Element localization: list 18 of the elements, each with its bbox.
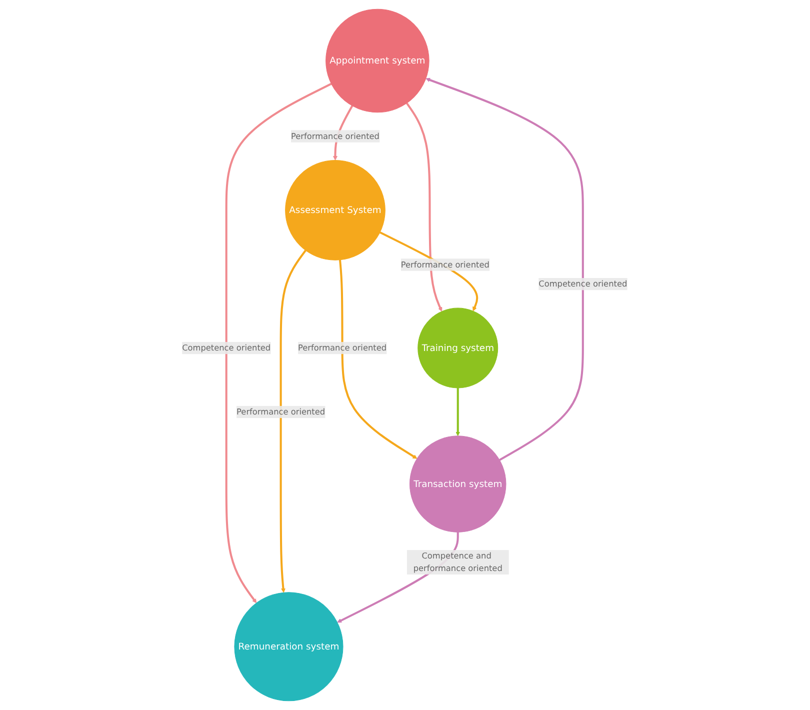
arrow	[456, 388, 460, 436]
edge-label: Performance oriented	[236, 406, 326, 417]
arrow	[339, 260, 418, 459]
edge-label: Competence and performance oriented	[414, 551, 503, 573]
arrow	[280, 250, 307, 593]
node-circle: Training system	[418, 308, 498, 388]
edge-label: Competence oriented	[539, 278, 628, 289]
node-circle: Assessment System	[285, 160, 386, 260]
arrow	[226, 82, 332, 604]
arrow	[426, 78, 584, 461]
edge-label: Performance oriented	[401, 260, 490, 270]
node-circle: Remuneration system	[234, 592, 344, 702]
edge-label: Competence oriented	[182, 342, 271, 353]
edge-label: Performance oriented	[291, 131, 380, 141]
arrow	[406, 102, 443, 312]
node-circle: Appointment system	[326, 8, 430, 113]
edge-label: Performance oriented	[298, 342, 387, 353]
node-circle: Transaction system	[410, 436, 507, 532]
